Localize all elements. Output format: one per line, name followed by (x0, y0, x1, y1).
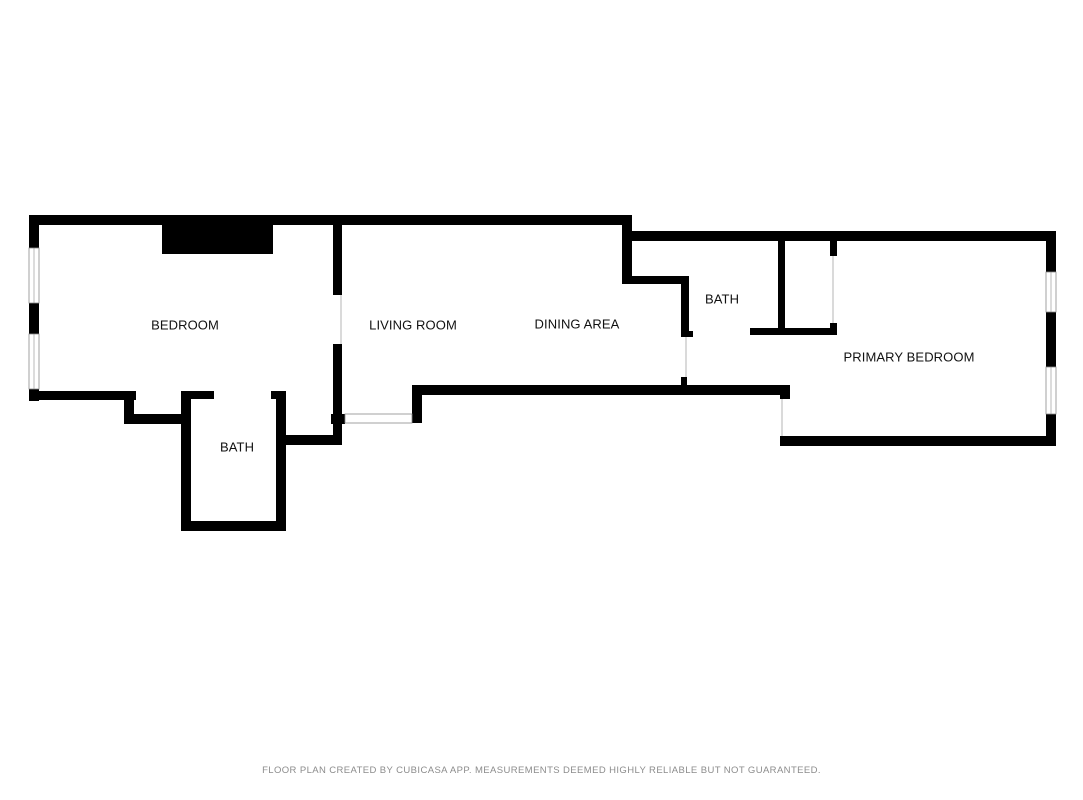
room-label-bedroom: BEDROOM (151, 317, 219, 333)
wall-partition-lower (333, 344, 342, 445)
wall-bedroom-notch (124, 391, 134, 424)
room-label-primary-bedroom: PRIMARY BEDROOM (843, 349, 975, 365)
wall-right (1046, 231, 1056, 446)
wall-closet-door-bottom (830, 323, 837, 335)
wall-bath-right-top (622, 276, 689, 284)
wall-partition-stub (331, 414, 345, 424)
wall-bath-door-left (186, 391, 214, 399)
wall-closet-left (778, 241, 785, 333)
wall-top-right (622, 231, 1056, 241)
wall-notch-bottom (124, 414, 187, 424)
wall-bath-door-stub (681, 331, 693, 337)
wall-left (29, 215, 39, 401)
fireplace-block (162, 225, 273, 254)
wall-closet-door-top (830, 241, 837, 256)
wall-primary-door-top (780, 385, 790, 399)
wall-living-bottom-jog (412, 385, 422, 423)
wall-living-bottom (412, 385, 790, 395)
room-label-bath-left: BATH (219, 439, 255, 455)
windows (28, 247, 1057, 424)
wall-dining-jog (622, 215, 632, 282)
wall-bath-bottom (181, 521, 286, 531)
room-label-dining-area: DINING AREA (534, 316, 620, 332)
wall-bath-top-right (276, 435, 342, 445)
room-label-bath-right: BATH (704, 291, 740, 307)
wall-bath-right (276, 391, 286, 531)
wall-bath-door-stub-lower (681, 377, 687, 387)
door-openings (340, 256, 834, 436)
wall-primary-bottom (780, 436, 1056, 446)
wall-bath-left (181, 391, 191, 531)
wall-bedroom-bottom-left (29, 391, 136, 400)
window-living-bottom (344, 413, 413, 424)
wall-bath-right-left (681, 276, 689, 336)
walls (29, 215, 1056, 531)
wall-closet-bottom (750, 328, 837, 335)
wall-top-left (29, 215, 632, 225)
room-label-living-room: LIVING ROOM (369, 317, 457, 333)
wall-partition-upper (333, 215, 342, 295)
footer-disclaimer: FLOOR PLAN CREATED BY CUBICASA APP. MEAS… (262, 765, 821, 776)
